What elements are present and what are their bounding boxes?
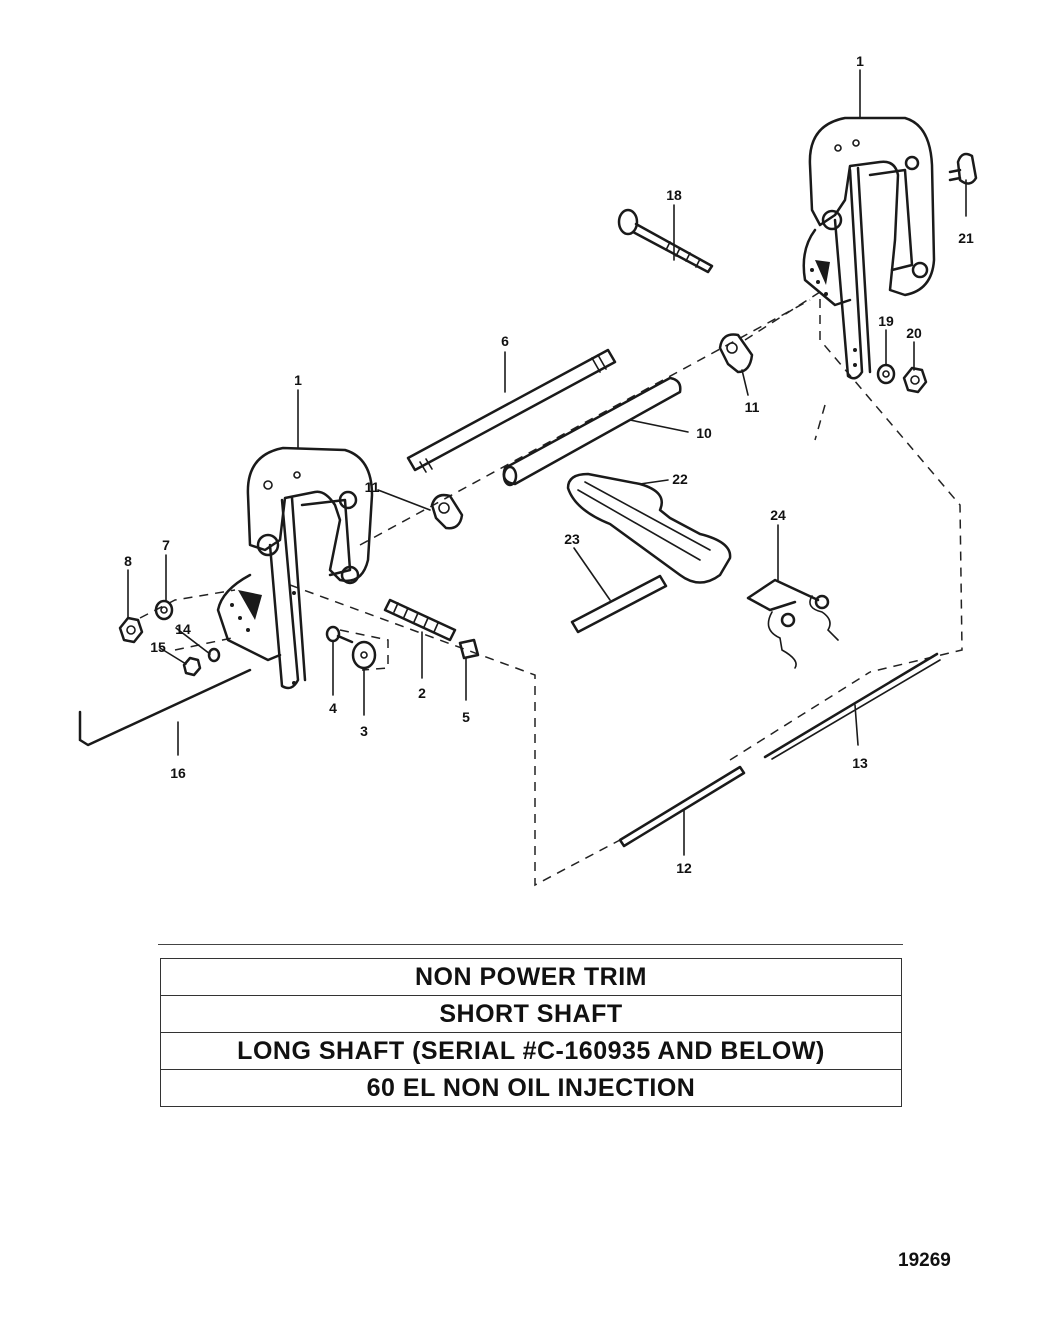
table-top-rule bbox=[158, 944, 903, 945]
table-row: SHORT SHAFT bbox=[160, 995, 902, 1033]
rod-13 bbox=[763, 652, 941, 760]
callout-3: 3 bbox=[360, 723, 368, 739]
screw-4 bbox=[325, 625, 354, 644]
leader-lines bbox=[127, 69, 967, 856]
callout-8: 8 bbox=[124, 553, 132, 569]
nut-20 bbox=[902, 366, 928, 394]
callout-6: 6 bbox=[501, 333, 509, 349]
washer-19 bbox=[876, 363, 896, 385]
rod-12 bbox=[618, 765, 746, 848]
callout-19: 19 bbox=[878, 313, 894, 329]
exploded-parts-diagram: 1 1 2 3 4 5 6 7 8 10 11 11 12 13 14 15 1… bbox=[78, 53, 978, 887]
washer-14 bbox=[207, 647, 221, 663]
table-row: 60 EL NON OIL INJECTION bbox=[160, 1069, 902, 1107]
nut-15 bbox=[182, 656, 202, 677]
applicability-table: NON POWER TRIM SHORT SHAFT LONG SHAFT (S… bbox=[160, 958, 902, 1107]
washer-3 bbox=[351, 640, 377, 670]
assembly-lines bbox=[139, 290, 963, 887]
tube bbox=[502, 376, 682, 487]
callout-2: 2 bbox=[418, 685, 426, 701]
pin bbox=[570, 574, 668, 634]
callout-10: 10 bbox=[696, 425, 712, 441]
callout-11-left: 11 bbox=[365, 479, 380, 495]
nut-8 bbox=[118, 616, 144, 644]
callout-21: 21 bbox=[958, 230, 974, 246]
clamp-bracket-right bbox=[802, 116, 936, 380]
table-cell: NON POWER TRIM bbox=[160, 958, 902, 996]
callout-23: 23 bbox=[564, 531, 580, 547]
knob bbox=[948, 152, 978, 185]
figure-number: 19269 bbox=[898, 1250, 951, 1271]
callout-12: 12 bbox=[676, 860, 692, 876]
callout-4: 4 bbox=[329, 700, 337, 716]
callout-18: 18 bbox=[666, 187, 682, 203]
long-bolt bbox=[617, 208, 714, 274]
table-cell: LONG SHAFT (SERIAL #C-160935 AND BELOW) bbox=[160, 1032, 902, 1070]
callout-11-right: 11 bbox=[745, 399, 760, 415]
callout-7: 7 bbox=[162, 537, 170, 553]
callout-24: 24 bbox=[770, 507, 786, 523]
spring-part-2 bbox=[383, 598, 457, 642]
table-cell: 60 EL NON OIL INJECTION bbox=[160, 1069, 902, 1107]
spring bbox=[746, 578, 839, 669]
clamp-bracket-left bbox=[216, 446, 374, 690]
callout-20: 20 bbox=[906, 325, 922, 341]
callout-16: 16 bbox=[170, 765, 186, 781]
callout-15: 15 bbox=[150, 639, 166, 655]
table-cell: SHORT SHAFT bbox=[160, 995, 902, 1033]
callout-14: 14 bbox=[175, 621, 191, 637]
cap bbox=[458, 638, 480, 660]
strap bbox=[566, 472, 732, 584]
callout-labels: 1 1 2 3 4 5 6 7 8 10 11 11 12 13 14 15 1… bbox=[124, 53, 974, 876]
callout-13: 13 bbox=[852, 755, 868, 771]
callout-22: 22 bbox=[672, 471, 688, 487]
table-row: NON POWER TRIM bbox=[160, 958, 902, 996]
washer-7 bbox=[154, 599, 174, 621]
rod-16 bbox=[78, 668, 252, 747]
bushing-left bbox=[430, 493, 464, 530]
callout-1-left: 1 bbox=[294, 372, 302, 388]
callout-5: 5 bbox=[462, 709, 470, 725]
bushing-right bbox=[718, 333, 754, 374]
tilt-tube-rod bbox=[406, 348, 617, 473]
table-row: LONG SHAFT (SERIAL #C-160935 AND BELOW) bbox=[160, 1032, 902, 1070]
callout-1-right: 1 bbox=[856, 53, 864, 69]
